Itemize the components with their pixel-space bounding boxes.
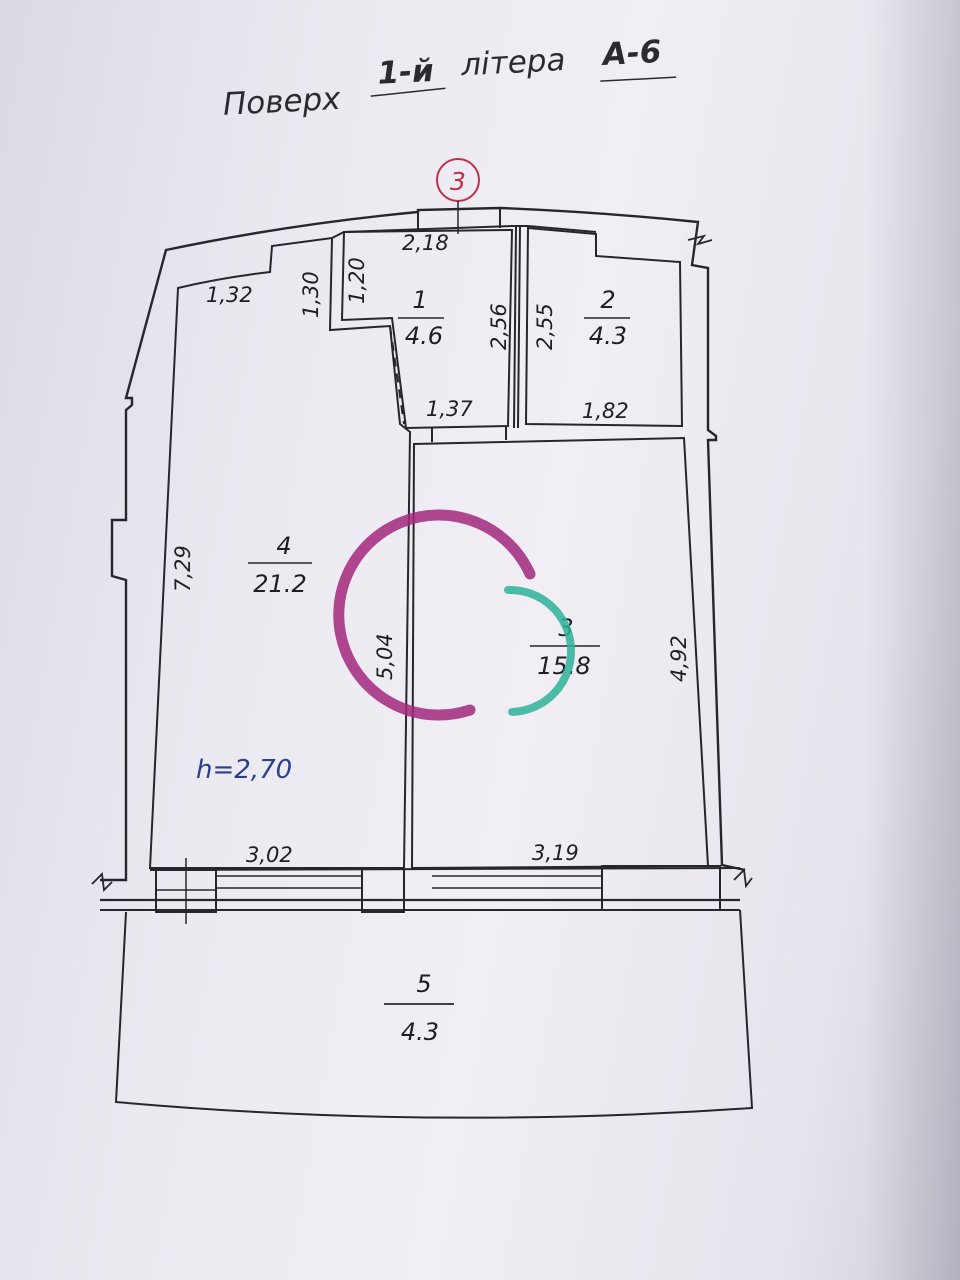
title-floor: 1-й <box>377 53 435 92</box>
axis-marker-label: 3 <box>450 167 466 196</box>
plan-title: Поверх 1-й літера А-6 <box>222 34 677 123</box>
room-4-number: 4 <box>276 532 291 560</box>
balcony-outline <box>114 909 754 1119</box>
title-prefix: Поверх <box>222 81 342 123</box>
dimension-room2-bottom: 1,82 <box>582 399 629 423</box>
title-middle: літера <box>459 42 566 83</box>
room-1-area: 4.6 <box>405 322 443 350</box>
room-labels: 1 4.6 2 4.3 3 15.8 4 21.2 5 <box>248 286 630 1046</box>
room-2-label: 2 4.3 <box>584 286 630 350</box>
room-4-label: 4 21.2 <box>248 532 312 598</box>
dimension-room4-bottom: 3,02 <box>246 843 293 867</box>
room-1-number: 1 <box>412 286 427 314</box>
dimension-room3-bottom: 3,19 <box>532 841 579 865</box>
room-2-number: 2 <box>600 286 615 314</box>
dimension-top-room1: 2,18 <box>402 231 449 255</box>
room-2-area: 4.3 <box>589 322 627 350</box>
dimension-room3-right: 4,92 <box>667 635 691 682</box>
page-edge-shadow <box>865 0 960 1280</box>
dimension-room4-height: 7,29 <box>171 545 195 592</box>
dimension-niche-width: 1,20 <box>345 257 369 304</box>
facade-windows <box>100 858 741 924</box>
room-5-number: 5 <box>416 970 431 998</box>
room-4-area: 21.2 <box>253 570 306 598</box>
dimension-labels: 2,18 1,32 1,30 1,20 2,56 2,55 1,37 1,82 … <box>171 231 691 867</box>
dimension-room2-height: 2,55 <box>533 303 557 350</box>
dimension-top-room4: 1,32 <box>206 283 253 307</box>
ceiling-height-label: h=2,70 <box>196 755 292 785</box>
room-5-label: 5 4.3 <box>384 970 454 1046</box>
room-1-label: 1 4.6 <box>398 286 444 350</box>
title-letter: А-6 <box>599 34 662 73</box>
room-5-area: 4.3 <box>401 1018 439 1046</box>
axis-marker: 3 <box>436 158 480 234</box>
dimension-room3-left: 5,04 <box>373 633 397 680</box>
dimension-niche-depth: 1,30 <box>299 271 323 318</box>
watermark-logo-icon <box>333 509 575 721</box>
dimension-room1-height: 2,56 <box>487 303 511 350</box>
walls <box>91 206 753 892</box>
dimension-room1-bottom: 1,37 <box>426 397 473 421</box>
